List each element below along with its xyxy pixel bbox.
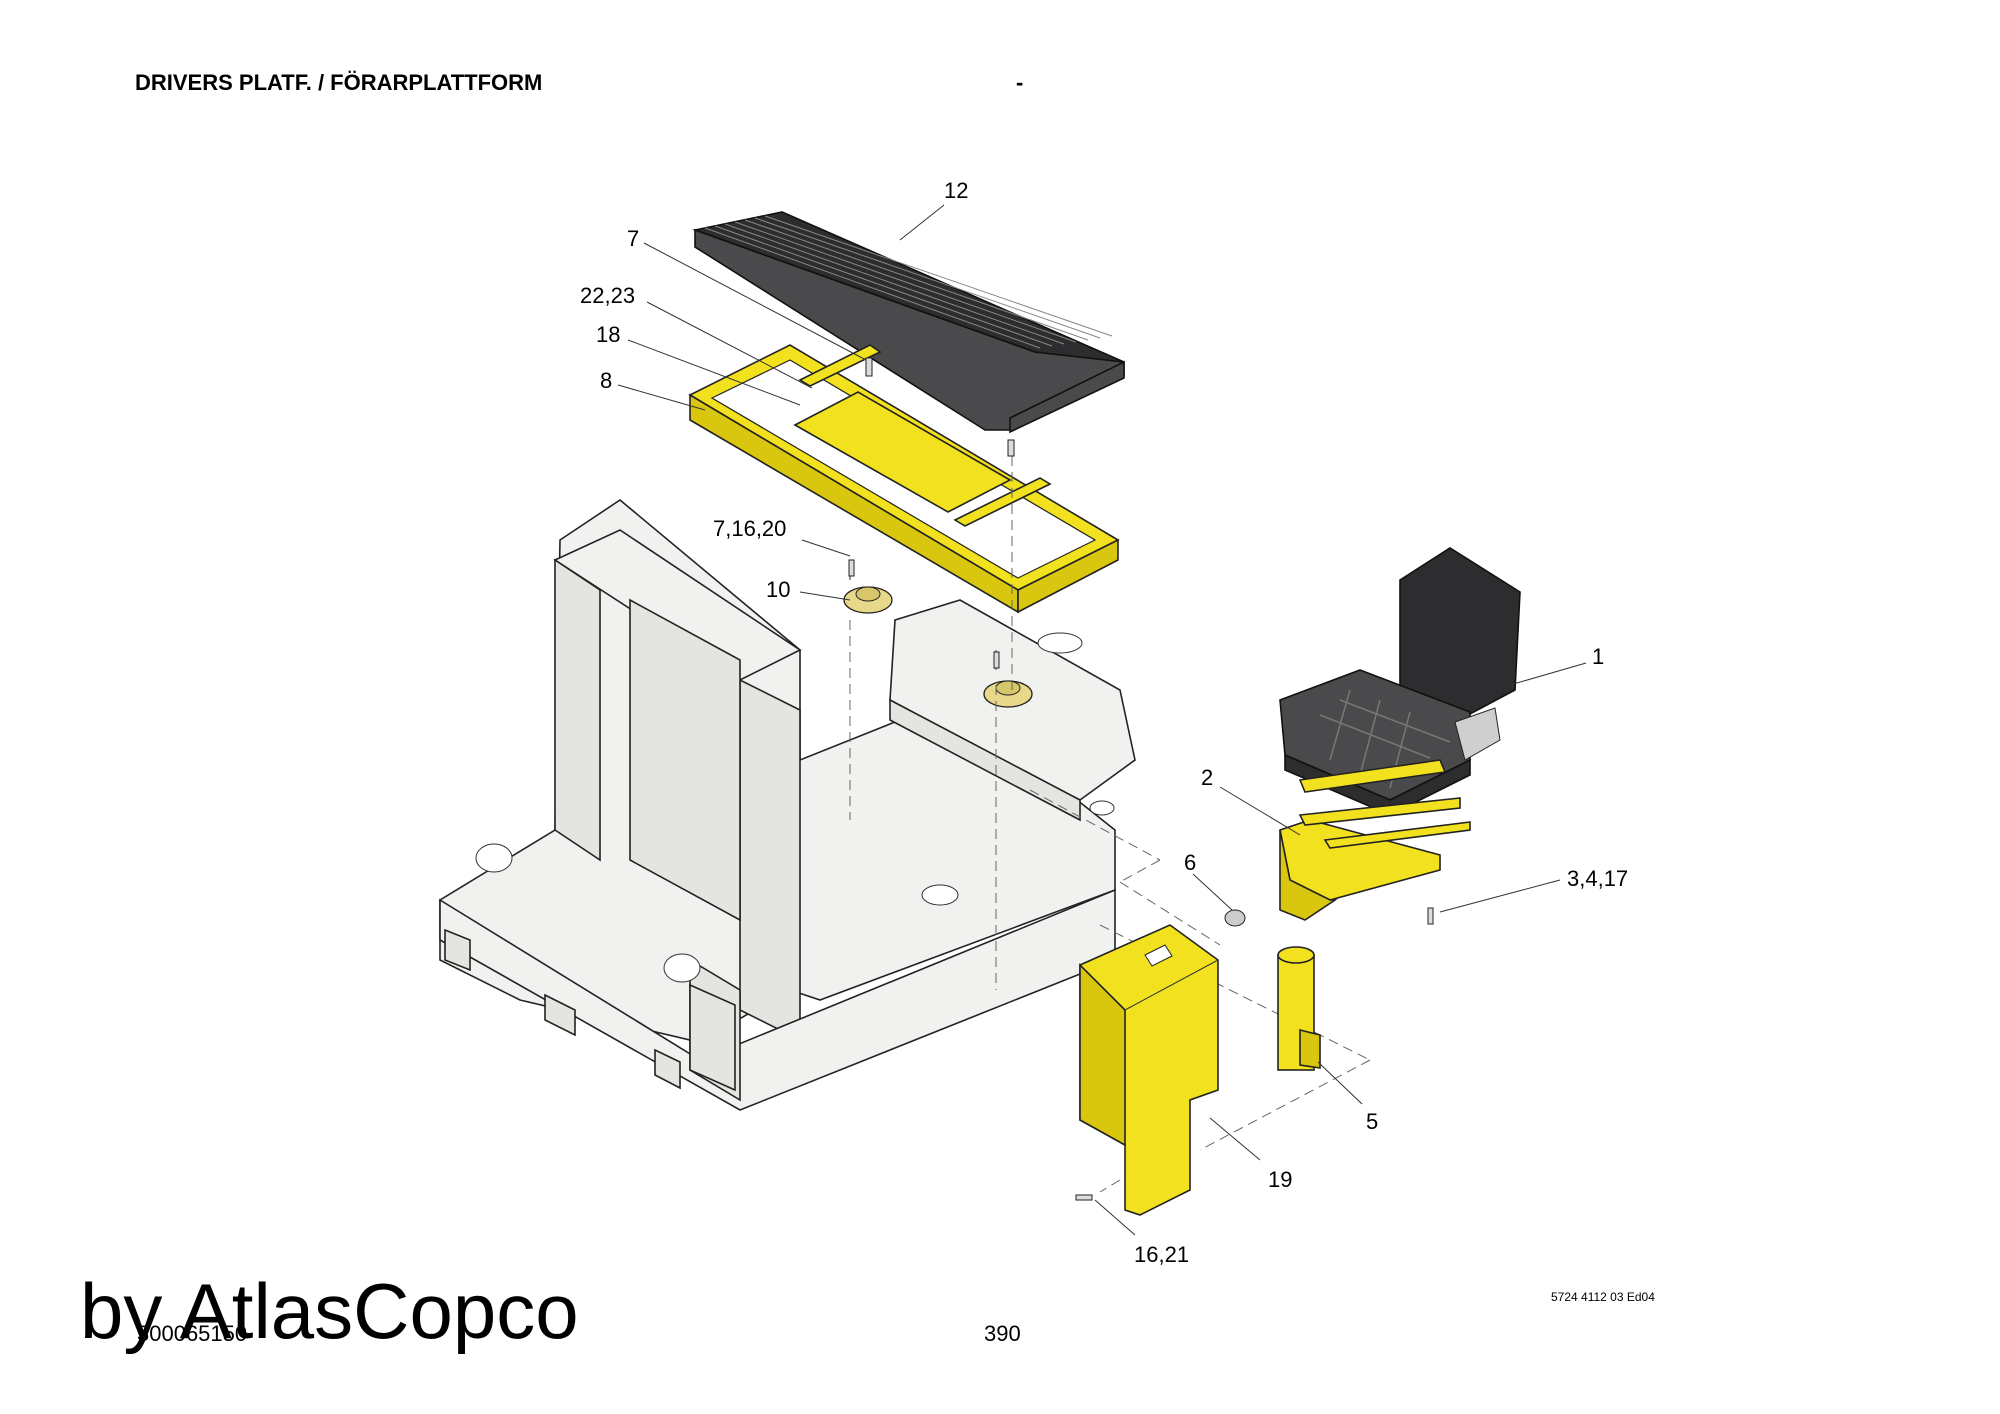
callout-7: 7: [627, 226, 639, 251]
callout-1: 1: [1592, 644, 1604, 669]
leader-lines: [617, 204, 1587, 1236]
operator-seat-part: [1279, 547, 1521, 816]
callouts: 12 7 22,23 18 8 7,16,20 10 1 2 6 3,4,17 …: [580, 178, 1628, 1267]
callout-7-16-20: 7,16,20: [713, 516, 786, 541]
cover-part: [1079, 924, 1219, 1216]
seat-bracket-part: [1279, 797, 1471, 921]
fasteners-part: [848, 357, 1434, 1201]
page-title: DRIVERS PLATF. / FÖRARPLATTFORM: [135, 70, 543, 95]
callout-5: 5: [1366, 1109, 1378, 1134]
figure-id: 300065150: [137, 1321, 248, 1346]
pivot-post-part: [1277, 946, 1321, 1071]
drawing-code: 5724 4112 03 Ed04: [1551, 1290, 1655, 1304]
callout-12: 12: [944, 178, 968, 203]
page-number: 390: [984, 1321, 1021, 1346]
callout-19: 19: [1268, 1167, 1292, 1192]
platform-frame-part: [688, 344, 1120, 614]
callout-22-23: 22,23: [580, 283, 635, 308]
chassis-frame-part: [439, 499, 1136, 1111]
watermark-text: by AtlasCopco: [80, 1267, 579, 1355]
grating-part: [692, 211, 1125, 434]
callout-10: 10: [766, 577, 790, 602]
callout-6: 6: [1184, 850, 1196, 875]
callout-8: 8: [600, 368, 612, 393]
callout-16-21: 16,21: [1134, 1242, 1189, 1267]
callout-18: 18: [596, 322, 620, 347]
callout-2: 2: [1201, 765, 1213, 790]
callout-3-4-17: 3,4,17: [1567, 866, 1628, 891]
title-dash: -: [1016, 70, 1024, 95]
